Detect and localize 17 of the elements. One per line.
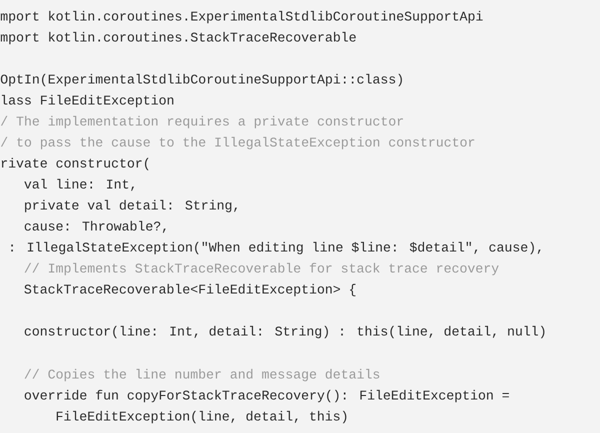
code-comment: // Copies the line number and message details	[24, 368, 380, 382]
code-comment: / The implementation requires a private constructor	[0, 116, 403, 128]
code-line: lass FileEditException	[2, 94, 174, 108]
code-line: rivate constructor(	[2, 158, 149, 170]
code-comment: // Implements StackTraceRecoverable for stack trace recovery	[24, 262, 499, 276]
code-line: val line: Int,	[24, 178, 134, 191]
code-line: constructor(line: Int, detail: String) : this(line, detail, null)	[24, 326, 544, 338]
code-line: override fun copyForStackTraceRecovery(): FileEditException =	[24, 390, 509, 402]
code-line: private val detail: String,	[25, 200, 237, 212]
code-comment: / to pass the cause to the IllegalStateException constructor	[0, 136, 474, 150]
code-line: FileEditException(line, detail, this)	[56, 410, 346, 424]
code-line: StackTraceRecoverable<FileEditException> {	[24, 284, 356, 296]
code-line: mport kotlin.coroutines.StackTraceRecoverable	[0, 32, 356, 44]
code-line: mport kotlin.coroutines.ExperimentalStdlibCoroutineSupportApi	[0, 10, 483, 24]
code-line: : IllegalStateException("When editing line $line: $detail", cause),	[11, 242, 541, 254]
code-line: OptIn(ExperimentalStdlibCoroutineSupportApi::class)	[0, 74, 402, 86]
code-line: cause: Throwable?,	[24, 220, 166, 233]
